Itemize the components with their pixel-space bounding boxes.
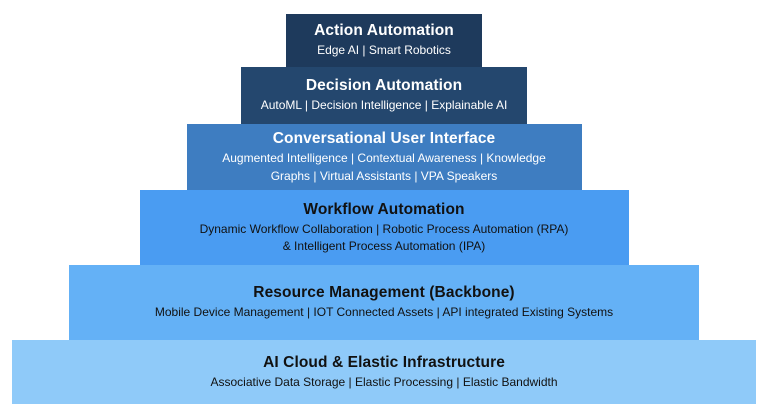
pyramid-layer-action-automation: Action Automation Edge AI | Smart Roboti…: [286, 14, 482, 67]
pyramid-layer-resource-management-backbone: Resource Management (Backbone) Mobile De…: [69, 265, 699, 340]
layer-title-workflow-automation: Workflow Automation: [303, 200, 465, 218]
layer-subtitle-action-automation: Edge AI | Smart Robotics: [317, 43, 451, 58]
layer-subtitle-resource-management-backbone: Mobile Device Management | IOT Connected…: [154, 305, 614, 320]
pyramid-layer-ai-cloud-elastic-infrastructure: AI Cloud & Elastic Infrastructure Associ…: [12, 340, 756, 404]
layer-title-ai-cloud-elastic-infrastructure: AI Cloud & Elastic Infrastructure: [263, 353, 505, 371]
pyramid-stack: Action Automation Edge AI | Smart Roboti…: [0, 14, 768, 404]
layer-subtitle-conversational-user-interface: Augmented Intelligence | Contextual Awar…: [222, 151, 546, 183]
layer-title-resource-management-backbone: Resource Management (Backbone): [253, 284, 515, 302]
layer-subtitle-workflow-automation: Dynamic Workflow Collaboration | Robotic…: [199, 221, 569, 254]
pyramid-layer-workflow-automation: Workflow Automation Dynamic Workflow Col…: [139, 190, 629, 265]
layer-title-conversational-user-interface: Conversational User Interface: [272, 130, 496, 148]
layer-subtitle-decision-automation: AutoML | Decision Intelligence | Explain…: [260, 98, 508, 113]
layer-title-action-automation: Action Automation: [314, 22, 454, 40]
layer-subtitle-ai-cloud-elastic-infrastructure: Associative Data Storage | Elastic Proce…: [210, 374, 558, 389]
pyramid-layer-decision-automation: Decision Automation AutoML | Decision In…: [241, 67, 527, 124]
layer-title-decision-automation: Decision Automation: [305, 77, 463, 95]
pyramid-layer-conversational-user-interface: Conversational User Interface Augmented …: [186, 124, 582, 190]
